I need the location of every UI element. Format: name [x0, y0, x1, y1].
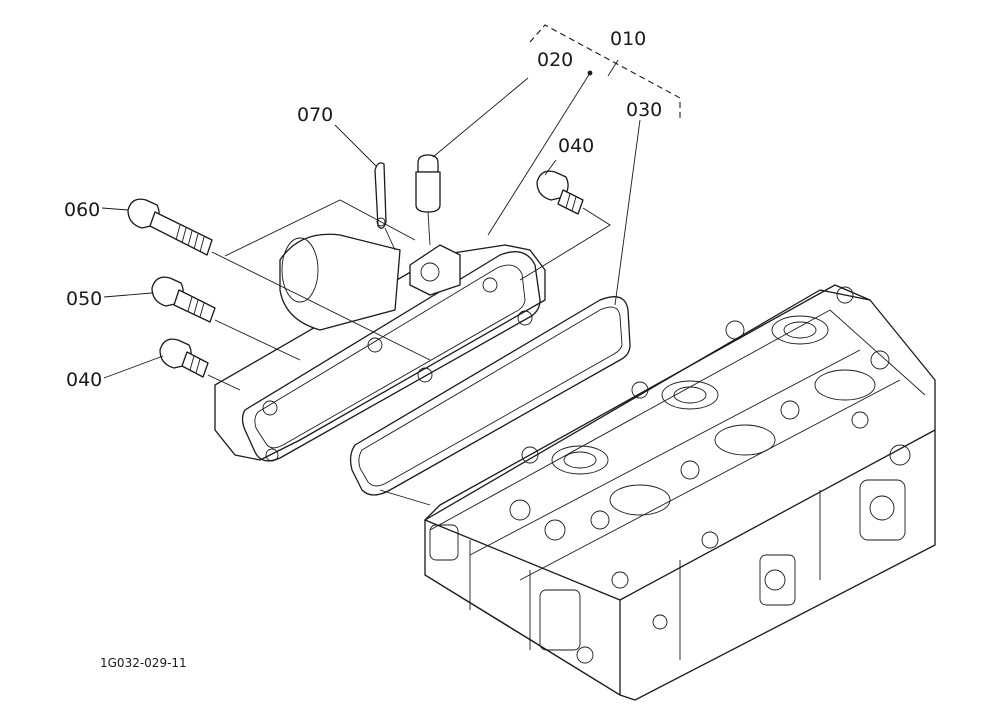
- cover-housing: [214, 233, 546, 462]
- drawing-code: 1G032-029-11: [100, 656, 187, 670]
- leader-lines: [101, 72, 641, 506]
- leader-dot: [587, 70, 593, 76]
- bracket-070: [374, 162, 387, 229]
- callout-labels: 010 020 030 040 040 050 060 070: [64, 28, 662, 391]
- callout-070: 070: [297, 104, 333, 126]
- callout-020: 020: [537, 49, 573, 71]
- leader-010: [607, 59, 619, 77]
- callout-040-upper: 040: [558, 135, 594, 157]
- callout-050: 050: [66, 288, 102, 310]
- callout-010: 010: [610, 28, 646, 50]
- cylinder-head: [424, 284, 936, 701]
- callout-040-lower: 040: [66, 369, 102, 391]
- bolt-040-upper: [536, 170, 584, 215]
- gasket-030: [349, 296, 631, 496]
- assembly-bracket-010: [529, 24, 681, 120]
- bolt-040-lower: [159, 338, 209, 378]
- callout-030: 030: [626, 99, 662, 121]
- plug-020: [415, 154, 441, 213]
- callout-060: 060: [64, 199, 100, 221]
- bolt-060: [127, 198, 213, 256]
- bolt-050: [151, 276, 216, 323]
